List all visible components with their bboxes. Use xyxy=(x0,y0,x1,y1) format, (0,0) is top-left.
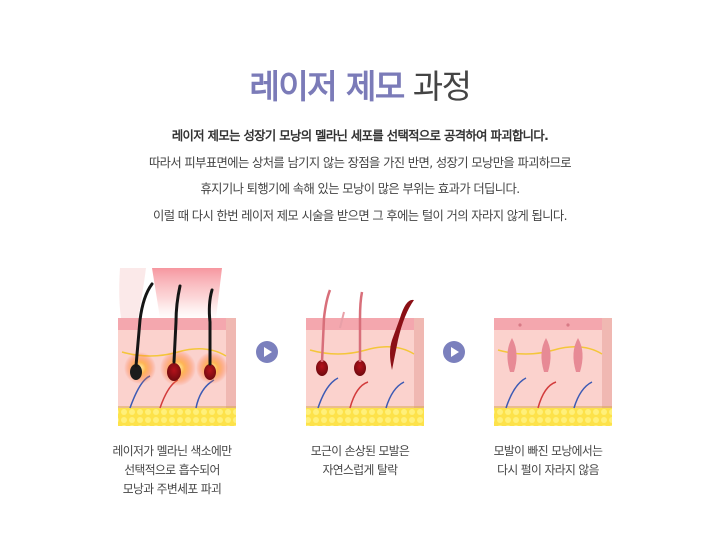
step-2-caption: 모근이 손상된 모발은 자연스럽게 탈락 xyxy=(270,442,450,480)
caption-line: 모낭과 주변세포 파괴 xyxy=(122,482,222,496)
play-arrow-icon xyxy=(256,341,278,363)
description: 레이저 제모는 성장기 모낭의 멜라닌 세포를 선택적으로 공격하여 파괴합니다… xyxy=(0,123,720,229)
description-line: 이럴 때 다시 한번 레이저 제모 시술을 받으면 그 후에는 털이 거의 자라… xyxy=(153,208,567,223)
caption-line: 다시 펄이 자라지 않음 xyxy=(497,463,599,477)
step-1-caption: 레이저가 멜라닌 색소에만 선택적으로 흡수되어 모낭과 주변세포 파괴 xyxy=(82,442,262,499)
play-arrow-icon xyxy=(443,341,465,363)
step-3-caption: 모발이 빠진 모낭에서는 다시 펄이 자라지 않음 xyxy=(458,442,638,480)
page-title: 레이저 제모 과정 xyxy=(0,60,720,108)
skin-block-3 xyxy=(494,318,612,426)
skin-block-1 xyxy=(118,268,236,426)
description-line: 따라서 피부표면에는 상처를 남기지 않는 장점을 가진 반면, 성장기 모낭만… xyxy=(148,155,572,170)
caption-line: 선택적으로 흡수되어 xyxy=(124,463,220,477)
caption-line: 모발이 빠진 모낭에서는 xyxy=(493,444,603,458)
title-rest: 과정 xyxy=(412,67,472,106)
caption-line: 레이저가 멜라닌 색소에만 xyxy=(112,444,232,458)
caption-line: 모근이 손상된 모발은 xyxy=(310,444,410,458)
caption-line: 자연스럽게 탈락 xyxy=(322,463,399,477)
description-line: 레이저 제모는 성장기 모낭의 멜라닌 세포를 선택적으로 공격하여 파괴합니다… xyxy=(171,129,549,143)
skin-block-2 xyxy=(306,289,424,426)
title-highlight: 레이저 제모 xyxy=(249,67,405,106)
process-illustration xyxy=(118,268,612,426)
description-line: 휴지기나 퇴행기에 속해 있는 모낭이 많은 부위는 효과가 더딥니다. xyxy=(200,182,520,196)
